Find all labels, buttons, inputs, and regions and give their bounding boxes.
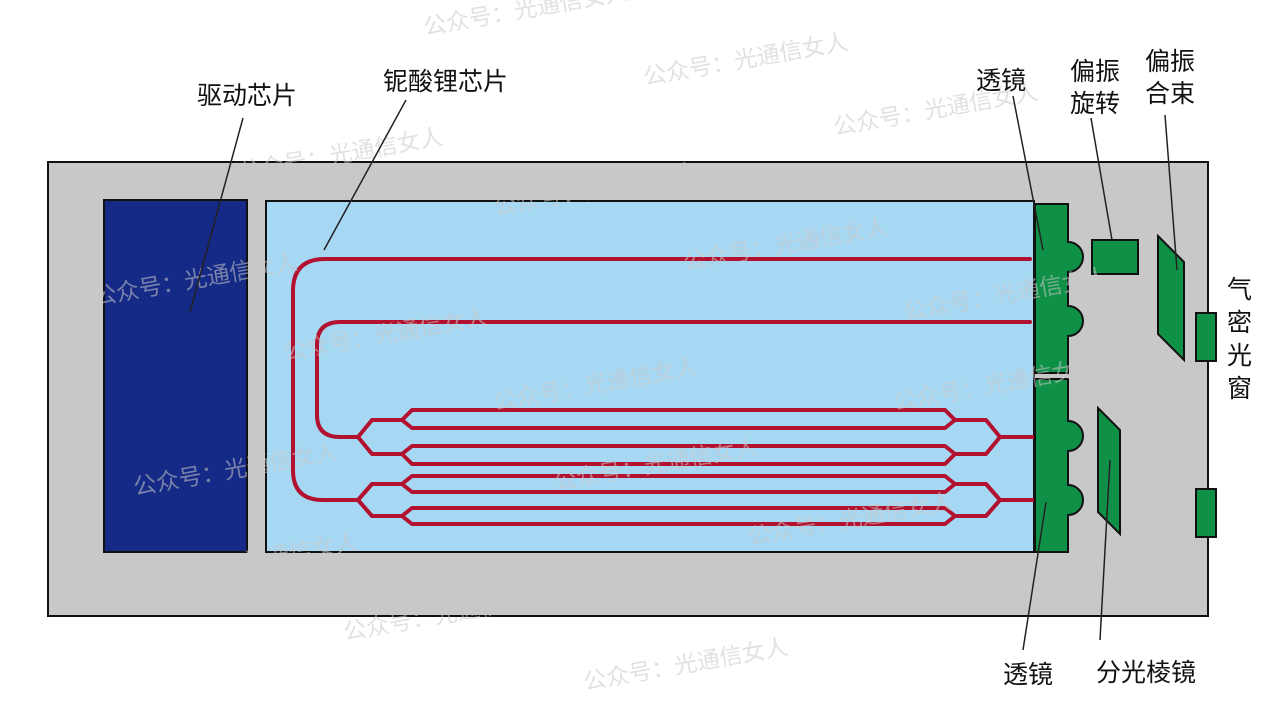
watermark: 公众号：光通信女人 <box>642 29 850 91</box>
leader-lines <box>189 95 1178 651</box>
lens-block-upper <box>1034 203 1084 374</box>
mzi-upper-outer-b <box>356 435 1002 466</box>
waveguide-inner-loop <box>315 320 1032 439</box>
waveguide-outer-loop <box>291 257 1032 502</box>
label-hermetic-window-4: 窗 <box>1227 374 1252 403</box>
leader-beam-splitting-prism <box>1099 459 1111 641</box>
mzi-lower-inner-b <box>400 506 957 518</box>
leader-lens-bottom <box>1022 501 1047 651</box>
hermetic-window-lower <box>1195 488 1217 538</box>
label-linbo3-chip: 铌酸锂芯片 <box>383 67 508 96</box>
label-polarization-combine-1: 偏振 <box>1145 47 1195 76</box>
label-polarization-rotation-2: 旋转 <box>1070 89 1120 118</box>
watermark: 公众号：光通信女人 <box>582 634 790 696</box>
label-hermetic-window-2: 密 <box>1227 308 1252 337</box>
label-lens-bottom: 透镜 <box>1003 660 1053 689</box>
lens-block-lower <box>1034 378 1084 553</box>
label-hermetic-window-1: 气 <box>1227 275 1252 304</box>
label-beam-splitting-prism: 分光棱镜 <box>1096 658 1196 687</box>
mzi-upper-inner-b <box>400 444 957 456</box>
leader-lens-top <box>1012 95 1044 251</box>
waveguide-network <box>291 257 1036 526</box>
label-hermetic-window-3: 光 <box>1227 341 1252 370</box>
lens-array <box>1034 203 1084 553</box>
label-driver-chip: 驱动芯片 <box>197 81 297 110</box>
label-lens-top: 透镜 <box>976 66 1026 95</box>
labels: 驱动芯片 铌酸锂芯片 透镜 偏振 旋转 偏振 合束 气 密 光 窗 透镜 分光棱… <box>197 47 1252 689</box>
hermetic-window-upper <box>1195 312 1217 362</box>
leader-polarization-rotator <box>1090 117 1113 241</box>
label-polarization-rotation-1: 偏振 <box>1070 57 1120 86</box>
polarization-rotator <box>1091 239 1139 275</box>
mzi-lower-outer-a <box>356 474 1036 502</box>
label-polarization-combine-2: 合束 <box>1145 79 1195 108</box>
driver-chip <box>103 199 248 553</box>
leader-polarization-combiner <box>1164 114 1178 271</box>
leader-linbo3-chip <box>323 99 407 251</box>
mzi-lower-outer-b <box>356 498 1002 526</box>
mzi-upper-outer <box>356 408 1036 439</box>
mzi-upper-inner-a <box>400 418 957 430</box>
mzi-lower-inner-a <box>400 482 957 494</box>
leader-driver-chip <box>189 117 244 313</box>
watermark: 公众号：光通信女人 <box>422 0 630 41</box>
